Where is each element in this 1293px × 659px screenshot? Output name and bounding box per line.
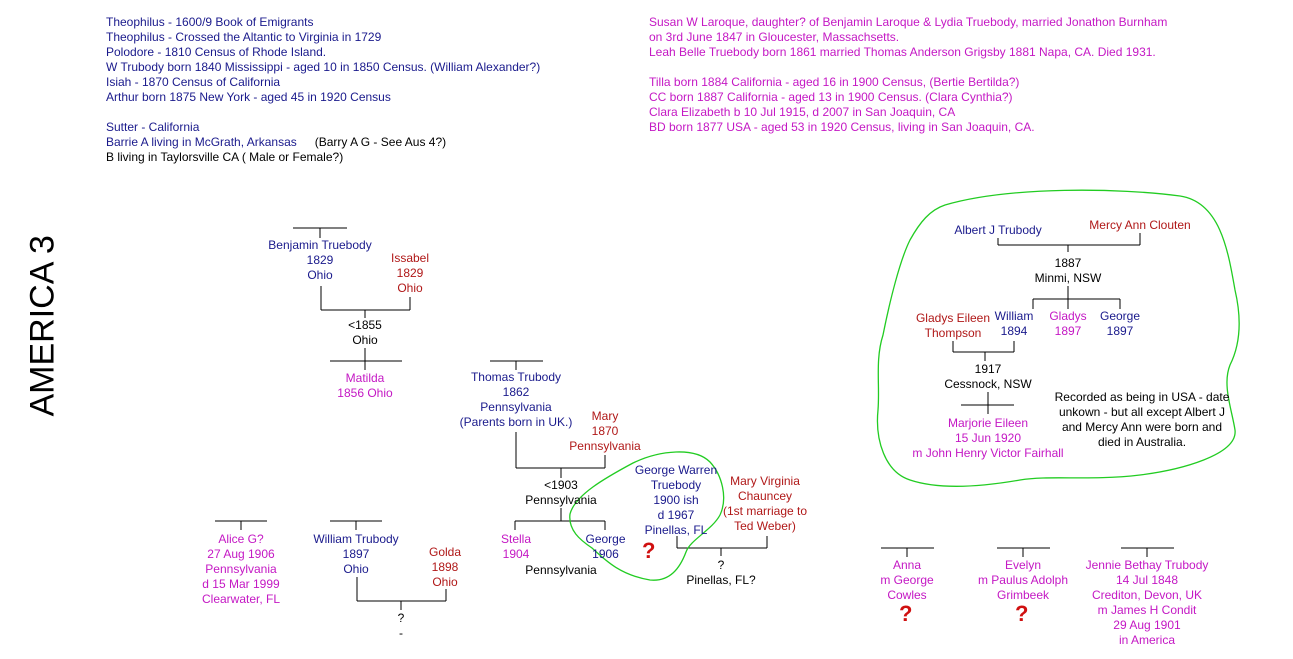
person-issabel: Issabel 1829 Ohio bbox=[390, 251, 430, 295]
note-line: Barrie A living in McGrath, Arkansas(Bar… bbox=[106, 135, 447, 149]
marriage-1887: 1887 Minmi, NSW bbox=[1034, 256, 1102, 285]
unknown-question-mark: ? bbox=[1015, 601, 1029, 626]
person-william-1894: William 1894 bbox=[994, 309, 1034, 338]
note-line: CC born 1887 California - aged 13 in 190… bbox=[649, 90, 1013, 104]
note-line: Theophilus - Crossed the Altantic to Vir… bbox=[106, 30, 382, 44]
note-line: B living in Taylorsville CA ( Male or Fe… bbox=[106, 150, 344, 164]
person-anna: Anna m George Cowles bbox=[880, 558, 934, 602]
person-alice-g: Alice G? 27 Aug 1906 Pennsylvania d 15 M… bbox=[201, 532, 281, 606]
unknown-question-mark: ? bbox=[899, 601, 913, 626]
notes-left: Theophilus - 1600/9 Book of Emigrants Th… bbox=[106, 15, 540, 165]
note-line: Tilla born 1884 California - aged 16 in … bbox=[649, 75, 1020, 89]
recorded-note: Recorded as being in USA - date unkown -… bbox=[1054, 390, 1230, 449]
person-george-1897: George 1897 bbox=[1099, 309, 1141, 338]
person-golda: Golda 1898 Ohio bbox=[428, 545, 462, 589]
person-matilda: Matilda 1856 Ohio bbox=[337, 371, 393, 400]
person-mercy-ann-clouten: Mercy Ann Clouten bbox=[1089, 218, 1191, 232]
person-george-1906: George 1906 bbox=[585, 532, 626, 561]
note-line: Susan W Laroque, daughter? of Benjamin L… bbox=[649, 15, 1168, 29]
note-line: Arthur born 1875 New York - aged 45 in 1… bbox=[106, 90, 391, 104]
place-pennsylvania: Pennsylvania bbox=[525, 563, 597, 577]
note-line: BD born 1877 USA - aged 53 in 1920 Censu… bbox=[649, 120, 1035, 134]
person-gladys-1897: Gladys 1897 bbox=[1049, 309, 1087, 338]
child-pinellas-unknown: ? Pinellas, FL? bbox=[686, 558, 756, 587]
person-stella: Stella 1904 bbox=[500, 532, 532, 561]
note-line: Sutter - California bbox=[106, 120, 200, 134]
person-benjamin-truebody: Benjamin Truebody 1829 Ohio bbox=[268, 238, 372, 282]
marriage-1917: 1917 Cessnock, NSW bbox=[944, 362, 1032, 391]
child-unknown: ? - bbox=[397, 611, 405, 640]
unknown-question-mark: ? bbox=[642, 538, 656, 563]
person-albert-j-trubody: Albert J Trubody bbox=[954, 223, 1042, 237]
note-line: Clara Elizabeth b 10 Jul 1915, d 2007 in… bbox=[649, 105, 956, 119]
person-thomas-trubody: Thomas Trubody 1862 Pennsylvania (Parent… bbox=[459, 370, 573, 429]
person-evelyn: Evelyn m Paulus Adolph Grimbeek bbox=[977, 558, 1069, 602]
person-william-trubody-1897: William Trubody 1897 Ohio bbox=[313, 532, 399, 576]
person-gladys-eileen-thompson: Gladys Eileen Thompson bbox=[915, 311, 991, 340]
note-line: Isiah - 1870 Census of California bbox=[106, 75, 281, 89]
note-line: Theophilus - 1600/9 Book of Emigrants bbox=[106, 15, 314, 29]
person-marjorie-eileen: Marjorie Eileen 15 Jun 1920 m John Henry… bbox=[912, 416, 1064, 460]
note-line: W Trubody born 1840 Mississippi - aged 1… bbox=[106, 60, 541, 74]
marriage-1855: <1855 Ohio bbox=[348, 318, 382, 347]
person-george-warren-truebody: George Warren Truebody 1900 ish d 1967 P… bbox=[634, 463, 718, 537]
person-jennie-bethay-trubody: Jennie Bethay Trubody 14 Jul 1848 Credit… bbox=[1085, 558, 1209, 647]
note-line: Polodore - 1810 Census of Rhode Island. bbox=[106, 45, 327, 59]
marriage-1903: <1903 Pennsylvania bbox=[525, 478, 597, 507]
note-line: Leah Belle Truebody born 1861 married Th… bbox=[649, 45, 1156, 59]
notes-right: Susan W Laroque, daughter? of Benjamin L… bbox=[649, 15, 1167, 135]
person-mary: Mary 1870 Pennsylvania bbox=[569, 409, 641, 453]
person-mary-virginia-chauncey: Mary Virginia Chauncey (1st marriage to … bbox=[722, 474, 808, 533]
note-line: on 3rd June 1847 in Gloucester, Massachs… bbox=[649, 30, 900, 44]
